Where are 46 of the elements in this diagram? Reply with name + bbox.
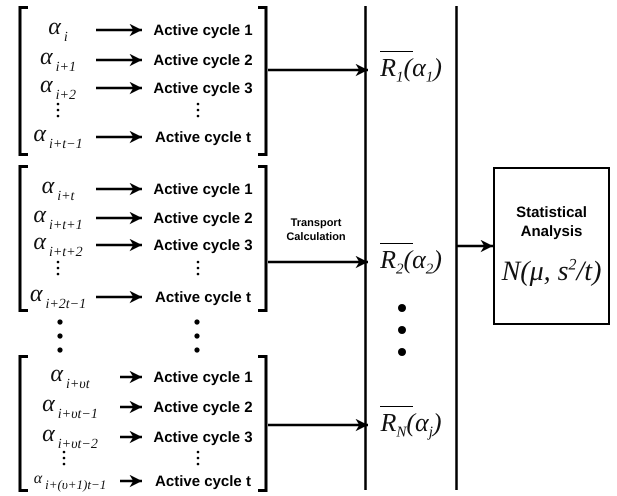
result-formula: R$_{N}$(α$_{j}$) — [380, 409, 442, 441]
alpha-symbol: α$_{i+t+1}$ — [33, 203, 83, 233]
cycle-label: Active cycle 2 — [153, 210, 253, 226]
arrow — [120, 430, 142, 444]
alpha-symbol: α$_{i+2t−1}$ — [30, 282, 86, 312]
arrow — [268, 64, 368, 76]
alpha-symbol: α$_{i+(υ+1)t−1}$ — [34, 471, 106, 491]
arrow — [96, 54, 142, 66]
alpha-symbol: α$_{i+υt−2}$ — [42, 422, 98, 452]
arrow — [96, 24, 142, 36]
cycle-label: Active cycle t — [155, 128, 251, 146]
arrow — [120, 370, 142, 384]
arrow — [96, 82, 142, 94]
arrow — [268, 418, 368, 432]
distribution-formula: N(μ, s$^{2}$/t) — [502, 256, 602, 288]
box-heading: Statistical Analysis — [515, 204, 588, 242]
arrow — [96, 290, 142, 304]
result-formula: R$_{2}$(α$_{2}$) — [380, 246, 442, 278]
cycle-label: Active cycle 1 — [153, 22, 253, 38]
cycle-label: Active cycle 2 — [153, 398, 253, 416]
alpha-symbol: α$_{i+t−1}$ — [33, 122, 83, 152]
analysis-box — [493, 167, 610, 325]
alpha-symbol: α$_{i+υt}$ — [50, 362, 90, 392]
cycle-label: Active cycle 2 — [153, 52, 253, 68]
cycle-label: Active cycle 3 — [153, 80, 253, 96]
arrow — [120, 400, 142, 414]
result-formula: R$_{1}$(α$_{1}$) — [380, 54, 442, 86]
alpha-symbol: α$_{i+υt−1}$ — [42, 392, 98, 422]
alpha-symbol: α$_{i+t+2}$ — [33, 230, 83, 260]
cycle-label: Active cycle 1 — [153, 180, 253, 198]
arrow — [457, 240, 493, 252]
arrow — [120, 474, 142, 488]
cycle-label: Active cycle 1 — [153, 368, 253, 386]
arrow — [96, 130, 142, 144]
alpha-symbol: α$_{i}$ — [48, 15, 68, 45]
arrow — [268, 256, 368, 268]
arrow — [96, 238, 142, 252]
cycle-label: Active cycle 3 — [153, 428, 253, 446]
cycle-label: Active cycle t — [155, 472, 251, 490]
alpha-symbol: α$_{i+1}$ — [40, 45, 76, 75]
cycle-label: Active cycle t — [155, 288, 251, 306]
arrow — [96, 212, 142, 224]
alpha-symbol: α$_{i+t}$ — [42, 174, 74, 204]
alpha-symbol: α$_{i+2}$ — [40, 73, 76, 103]
cycle-label: Active cycle 3 — [153, 236, 253, 254]
arrow — [96, 182, 142, 196]
